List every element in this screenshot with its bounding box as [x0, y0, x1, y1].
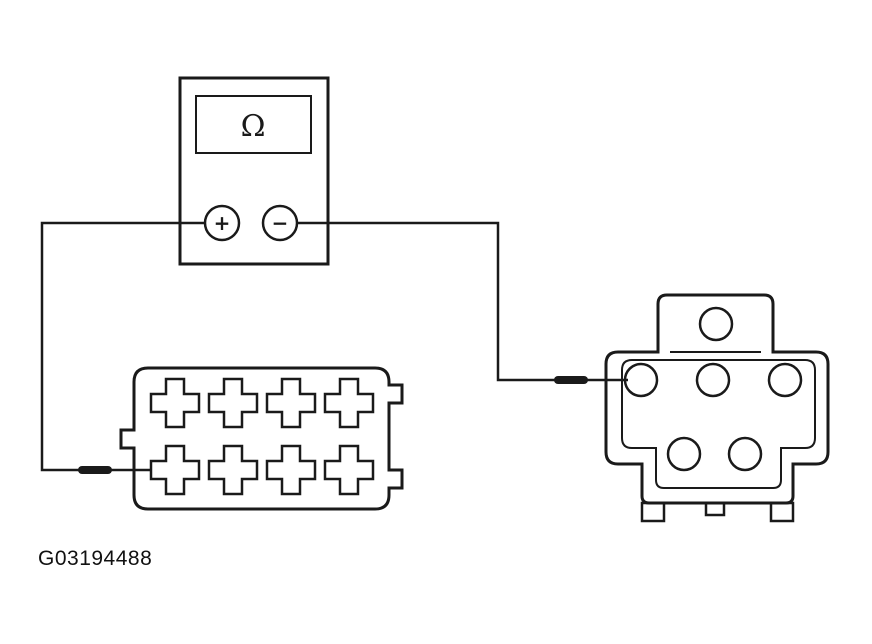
- ohmmeter: Ω + −: [178, 76, 330, 266]
- negative-terminal-label: −: [272, 211, 289, 235]
- positive-terminal: +: [203, 204, 241, 242]
- positive-terminal-label: +: [214, 211, 231, 235]
- eight-way-connector-housing: [119, 366, 404, 511]
- positive-test-lead: [40, 221, 205, 474]
- ohm-symbol: Ω: [241, 109, 266, 144]
- connector-cavity: [323, 377, 375, 429]
- ohmmeter-display: [195, 95, 312, 154]
- connector-cavity: [149, 444, 201, 496]
- connector-cavity: [207, 444, 259, 496]
- connector-pin-1: [698, 306, 734, 342]
- negative-terminal: −: [261, 204, 299, 242]
- figure-id-label: G03194488: [38, 547, 153, 570]
- six-pin-connector: [604, 293, 830, 523]
- connector-pin-2: [623, 362, 659, 398]
- cavity-grid: [149, 377, 375, 496]
- connector-cavity: [323, 444, 375, 496]
- connector-cavity: [207, 377, 259, 429]
- connector-pin-6: [727, 436, 763, 472]
- ohmmeter-body: [178, 76, 330, 266]
- connector-pin-5: [666, 436, 702, 472]
- six-pin-connector-inner-outline: [621, 359, 816, 489]
- connector-pin-3: [695, 362, 731, 398]
- six-pin-connector-foot-right: [769, 501, 795, 523]
- connector-cavity: [149, 377, 201, 429]
- six-pin-connector-foot-center: [704, 501, 726, 517]
- six-pin-connector-foot-left: [640, 501, 666, 523]
- connector-cavity: [265, 377, 317, 429]
- connector-cavity: [265, 444, 317, 496]
- eight-way-connector: [119, 366, 404, 511]
- connector-pin-4: [767, 362, 803, 398]
- negative-test-lead: [297, 221, 628, 384]
- six-pin-connector-housing: [604, 293, 830, 505]
